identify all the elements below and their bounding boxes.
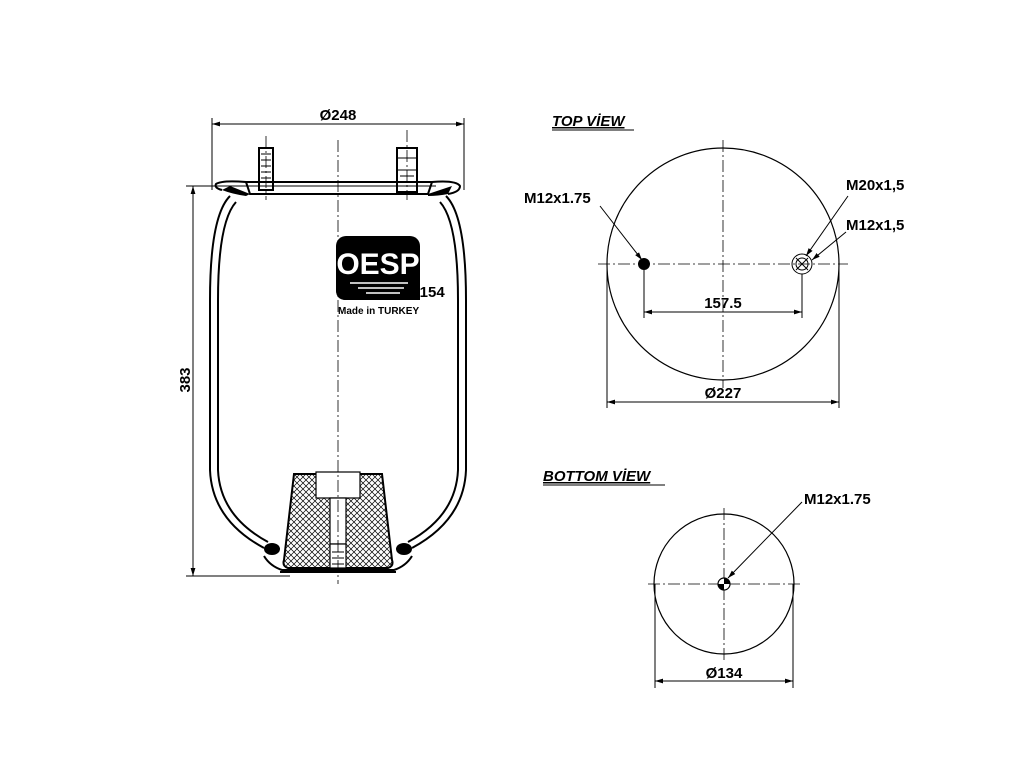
width-dimension: Ø248 — [211, 107, 465, 190]
bellows-body — [209, 195, 467, 555]
bottom-view-title: BOTTOM VİEW — [543, 468, 652, 485]
top-view-title: TOP VİEW — [552, 113, 626, 130]
top-spacing-label: 157.5 — [704, 295, 742, 312]
width-label: Ø248 — [320, 107, 357, 124]
part-number: 94154 — [403, 284, 445, 301]
top-right-thread-inner-label: M12x1,5 — [846, 217, 904, 234]
right-stud — [396, 130, 418, 200]
brand-label: OESP — [336, 248, 419, 281]
height-dimension: 383 — [177, 185, 290, 577]
height-label: 383 — [177, 367, 194, 392]
bottom-diameter-label: Ø134 — [706, 665, 743, 682]
bottom-thread-hole — [717, 577, 731, 591]
oesp-logo: OESP — [336, 236, 420, 300]
top-diameter-label: Ø227 — [705, 385, 742, 402]
side-view: Ø248 383 — [177, 107, 467, 584]
bottom-thread-label: M12x1.75 — [804, 491, 871, 508]
bottom-view: BOTTOM VİEW M12x1.75 Ø134 — [543, 468, 871, 688]
left-thread-hole — [638, 258, 650, 270]
top-left-thread-label: M12x1.75 — [524, 190, 591, 207]
left-stud — [258, 136, 274, 200]
top-right-thread-outer-label: M20x1,5 — [846, 177, 904, 194]
top-view: TOP VİEW M12x1.75 M20x1,5 M12x1,5 157.5 … — [524, 113, 904, 408]
origin-label: Made in TURKEY — [338, 306, 419, 317]
